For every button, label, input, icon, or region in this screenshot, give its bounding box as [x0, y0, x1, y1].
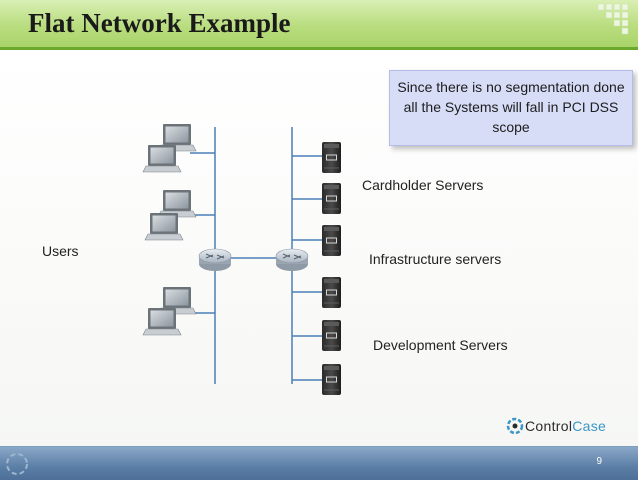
infrastructure-servers-label: Infrastructure servers [369, 251, 502, 267]
footer-bar: 9 [0, 446, 638, 480]
server-icon [321, 182, 342, 215]
slide-title: Flat Network Example [28, 8, 291, 38]
server-icon [321, 141, 342, 174]
servers [321, 141, 342, 396]
router-icon [198, 248, 232, 272]
development-servers-label: Development Servers [373, 337, 508, 353]
laptop-icon [142, 144, 182, 173]
scope-callout: Since there is no segmentation done all … [389, 70, 633, 146]
server-icon [321, 276, 342, 309]
server-icon [321, 319, 342, 352]
user-laptops [142, 123, 197, 336]
laptop-icon [157, 189, 197, 218]
users-label: Users [42, 243, 79, 259]
title-bar: Flat Network Example [0, 0, 638, 50]
logo-text-control: Control [525, 418, 573, 434]
cardholder-servers-label: Cardholder Servers [362, 177, 484, 193]
controlcase-logo-icon [506, 417, 524, 435]
server-icon [321, 224, 342, 257]
footer-emblem-icon [6, 453, 28, 475]
page-number: 9 [596, 456, 602, 467]
laptop-icon [142, 307, 182, 336]
server-icon [321, 363, 342, 396]
logo-text-case: Case [572, 418, 607, 434]
decorative-dots-icon [597, 3, 629, 35]
laptop-icon [144, 212, 184, 241]
controlcase-logo: ControlCase [505, 416, 606, 436]
switch-icon [275, 248, 309, 272]
